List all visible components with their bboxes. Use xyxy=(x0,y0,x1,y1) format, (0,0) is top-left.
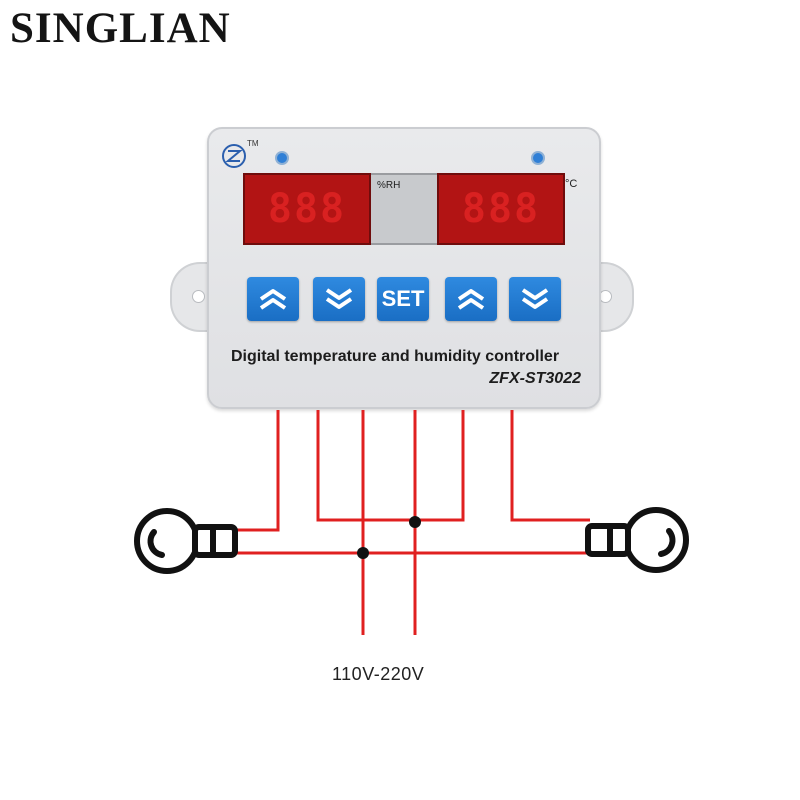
temperature-up-button[interactable] xyxy=(445,277,497,321)
zfx-logo-icon xyxy=(222,144,246,168)
double-chevron-down-icon xyxy=(325,288,353,309)
brand-title: SINGLIAN xyxy=(10,5,231,52)
controller-device: TM 888 %RH 888 °C SET Digital temperatur… xyxy=(207,127,601,409)
set-button[interactable]: SET xyxy=(377,277,429,321)
double-chevron-up-icon xyxy=(457,289,485,310)
temperature-down-button[interactable] xyxy=(509,277,561,321)
double-chevron-down-icon xyxy=(521,288,549,309)
trademark-mark: TM xyxy=(247,139,259,148)
left-bulb-icon xyxy=(134,508,238,574)
wire-terminal-6 xyxy=(510,410,590,522)
double-chevron-up-icon xyxy=(259,289,287,310)
humidity-down-button[interactable] xyxy=(313,277,365,321)
center-panel xyxy=(371,173,437,245)
device-title: Digital temperature and humidity control… xyxy=(231,348,560,365)
humidity-up-button[interactable] xyxy=(247,277,299,321)
humidity-display: 888 xyxy=(243,173,371,245)
junction-dot xyxy=(357,547,369,559)
junction-dot xyxy=(409,516,421,528)
left-indicator-light xyxy=(275,151,289,165)
humidity-unit-label: %RH xyxy=(377,180,401,191)
power-voltage-label: 110V-220V xyxy=(332,664,425,684)
right-bulb-icon xyxy=(585,507,689,573)
wire-terminal-2 xyxy=(316,410,465,522)
temperature-digits: 888 xyxy=(461,186,541,232)
temperature-unit-label: °C xyxy=(565,178,578,190)
humidity-digits: 888 xyxy=(267,186,347,232)
temperature-display: 888 xyxy=(437,173,565,245)
wire-terminal-1 xyxy=(236,410,280,532)
set-button-label: SET xyxy=(381,286,425,311)
device-model: ZFX-ST3022 xyxy=(489,370,581,387)
mounting-hole xyxy=(192,290,205,303)
right-indicator-light xyxy=(531,151,545,165)
